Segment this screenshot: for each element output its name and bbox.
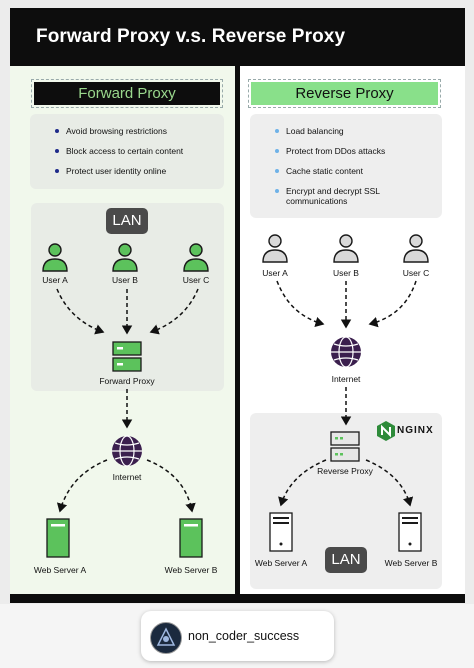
web-server-b-label: Web Server B	[164, 565, 218, 575]
web-server-a-label: Web Server A	[254, 558, 308, 568]
user-a-icon	[42, 243, 68, 272]
user-a-icon	[262, 234, 288, 263]
reverse-uses-box	[250, 114, 442, 218]
avatar[interactable]	[150, 622, 182, 654]
web-server-a-label: Web Server A	[33, 565, 87, 575]
forward-proxy-header: Forward Proxy	[31, 79, 223, 108]
user-c-icon	[183, 243, 209, 272]
web-server-b-icon	[398, 512, 422, 552]
internet-globe-icon	[112, 435, 142, 467]
forward-internet-label: Internet	[112, 472, 142, 482]
internet-globe-icon	[331, 336, 361, 368]
user-a-label: User A	[262, 268, 288, 278]
arrow-internet-to-server-a	[56, 459, 108, 513]
reverse-use-item: Protect from DDos attacks	[272, 146, 437, 156]
nginx-logo-icon	[377, 421, 395, 441]
forward-proxy-server-icon	[112, 341, 142, 372]
user-c-icon	[403, 234, 429, 263]
arrow-proxy-to-server-b	[365, 459, 414, 507]
reverse-proxy-label: Reverse Proxy	[317, 466, 373, 476]
forward-uses-box	[30, 114, 224, 189]
user-b-icon	[112, 243, 138, 272]
arrow-proxy-to-server-a	[278, 459, 327, 507]
reverse-use-item: Load balancing	[272, 126, 437, 136]
forward-proxy-header-label: Forward Proxy	[34, 82, 220, 105]
web-server-b-label: Web Server B	[384, 558, 438, 568]
forward-use-item: Avoid browsing restrictions	[52, 126, 222, 136]
reverse-proxy-server-icon	[330, 431, 360, 462]
forward-proxy-label: Forward Proxy	[99, 376, 155, 386]
web-server-a-icon	[46, 518, 70, 558]
avatar-logo-icon	[156, 627, 176, 646]
reverse-internet-label: Internet	[331, 374, 361, 384]
user-b-label: User B	[112, 275, 138, 285]
arrow-user-c-to-internet	[368, 280, 417, 328]
nginx-logo-text: NGINX	[397, 425, 434, 436]
reverse-proxy-header-label: Reverse Proxy	[251, 82, 438, 105]
forward-uses-list: Avoid browsing restrictions Block access…	[52, 126, 222, 186]
reverse-lan-badge: LAN	[325, 547, 367, 573]
user-b-label: User B	[333, 268, 359, 278]
user-a-label: User A	[42, 275, 68, 285]
arrow-user-a-to-proxy	[56, 288, 105, 335]
user-c-label: User C	[182, 275, 210, 285]
forward-lan-badge: LAN	[106, 208, 148, 234]
reverse-uses-list: Load balancing Protect from DDos attacks…	[272, 126, 437, 216]
reverse-proxy-header: Reverse Proxy	[248, 79, 441, 108]
forward-use-item: Protect user identity online	[52, 166, 222, 176]
arrow-user-c-to-proxy	[149, 288, 199, 335]
arrow-internet-to-server-b	[146, 459, 196, 513]
page-title: Forward Proxy v.s. Reverse Proxy	[36, 26, 346, 47]
username-label[interactable]: non_coder_success	[188, 629, 300, 643]
forward-use-item: Block access to certain content	[52, 146, 222, 156]
user-c-label: User C	[402, 268, 430, 278]
user-b-icon	[333, 234, 359, 263]
arrow-user-a-to-internet	[276, 280, 325, 328]
web-server-a-icon	[269, 512, 293, 552]
reverse-use-item: Cache static content	[272, 166, 437, 176]
reverse-use-item: Encrypt and decrypt SSL communications	[272, 186, 437, 206]
web-server-b-icon	[179, 518, 203, 558]
